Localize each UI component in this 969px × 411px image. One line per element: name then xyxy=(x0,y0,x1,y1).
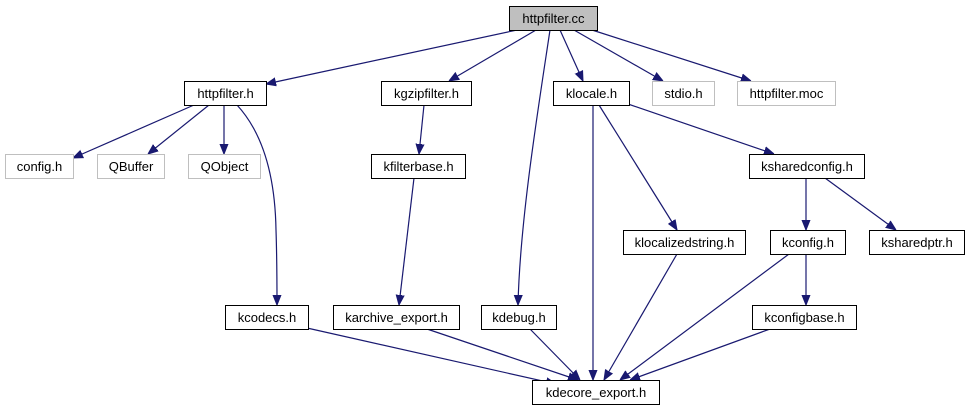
node-box xyxy=(770,230,846,255)
node-label: QObject xyxy=(201,159,249,174)
node-box xyxy=(752,305,857,330)
node-box xyxy=(652,81,715,106)
node-box xyxy=(749,154,865,179)
node-box xyxy=(381,81,472,106)
edge-httpfilter-cc-to-httpfilter-h xyxy=(266,29,518,84)
node-box xyxy=(623,230,746,255)
node-label: httpfilter.moc xyxy=(750,86,824,101)
edge-klocale-h-to-klocalizedstring-h xyxy=(598,104,677,230)
edge-kfilterbase-h-to-karchive-export-h xyxy=(399,177,415,305)
node-box xyxy=(188,154,261,179)
node-label: karchive_export.h xyxy=(345,310,448,325)
node-label: httpfilter.cc xyxy=(522,11,585,26)
node-label: ksharedconfig.h xyxy=(761,159,853,174)
node-box xyxy=(737,81,836,106)
edge-httpfilter-cc-to-httpfilter-moc xyxy=(591,29,751,81)
node-label: klocalizedstring.h xyxy=(635,235,735,250)
node-label: kdebug.h xyxy=(492,310,546,325)
node-stdio-h: stdio.h xyxy=(652,81,715,106)
node-box xyxy=(481,305,557,330)
node-box xyxy=(225,305,309,330)
edge-kconfig-h-to-kdecore-export-h xyxy=(620,253,790,380)
node-label: ksharedptr.h xyxy=(881,235,953,250)
edge-httpfilter-cc-to-kgzipfilter-h xyxy=(449,29,537,81)
node-config-h: config.h xyxy=(5,154,74,179)
node-kcodecs-h[interactable]: kcodecs.h xyxy=(225,305,309,330)
node-box xyxy=(371,154,466,179)
node-label: kconfigbase.h xyxy=(764,310,844,325)
node-label: kdecore_export.h xyxy=(546,385,646,400)
node-kconfig-h[interactable]: kconfig.h xyxy=(770,230,846,255)
node-box xyxy=(97,154,165,179)
node-ksharedptr-h[interactable]: ksharedptr.h xyxy=(869,230,965,255)
node-label: kgzipfilter.h xyxy=(394,86,459,101)
edge-klocale-h-to-ksharedconfig-h xyxy=(624,102,774,154)
edge-httpfilter-cc-to-kdebug-h xyxy=(518,29,551,305)
node-label: QBuffer xyxy=(109,159,154,174)
edge-httpfilter-cc-to-klocale-h xyxy=(559,29,583,81)
edges-layer xyxy=(73,29,896,384)
node-box xyxy=(509,6,598,31)
node-kfilterbase-h[interactable]: kfilterbase.h xyxy=(371,154,466,179)
node-box xyxy=(184,81,267,106)
edge-kconfigbase-h-to-kdecore-export-h xyxy=(630,328,771,380)
node-label: kfilterbase.h xyxy=(383,159,453,174)
node-box xyxy=(5,154,74,179)
node-klocalizedstring-h[interactable]: klocalizedstring.h xyxy=(623,230,746,255)
node-box xyxy=(333,305,460,330)
node-box xyxy=(532,380,660,405)
node-kdebug-h[interactable]: kdebug.h xyxy=(481,305,557,330)
node-karchive-export-h[interactable]: karchive_export.h xyxy=(333,305,460,330)
node-label: kcodecs.h xyxy=(238,310,297,325)
edge-kgzipfilter-h-to-kfilterbase-h xyxy=(419,104,424,154)
nodes-layer: httpfilter.cc httpfilter.h kgzipfilter.h kl… xyxy=(5,6,965,405)
node-box xyxy=(869,230,965,255)
edge-kcodecs-h-to-kdecore-export-h xyxy=(306,327,556,384)
node-ksharedconfig-h[interactable]: ksharedconfig.h xyxy=(749,154,865,179)
node-httpfilter-moc: httpfilter.moc xyxy=(737,81,836,106)
node-label: kconfig.h xyxy=(782,235,834,250)
edge-ksharedconfig-h-to-ksharedptr-h xyxy=(824,177,896,230)
node-httpfilter-h[interactable]: httpfilter.h xyxy=(184,81,267,106)
edge-httpfilter-h-to-config-h xyxy=(73,104,195,159)
node-label: config.h xyxy=(17,159,63,174)
node-label: klocale.h xyxy=(566,86,617,101)
node-kdecore-export-h[interactable]: kdecore_export.h xyxy=(532,380,660,405)
node-qbuffer: QBuffer xyxy=(97,154,165,179)
edge-klocalizedstring-h-to-kdecore-export-h xyxy=(604,253,678,380)
edge-httpfilter-h-to-kcodecs-h xyxy=(236,104,277,305)
node-kgzipfilter-h[interactable]: kgzipfilter.h xyxy=(381,81,472,106)
node-klocale-h[interactable]: klocale.h xyxy=(553,81,630,106)
edge-kdebug-h-to-kdecore-export-h xyxy=(529,328,580,380)
node-label: stdio.h xyxy=(664,86,702,101)
node-label: httpfilter.h xyxy=(197,86,253,101)
edge-httpfilter-h-to-qbuffer xyxy=(148,104,210,154)
node-box xyxy=(553,81,630,106)
edge-httpfilter-cc-to-stdio-h xyxy=(573,29,663,81)
edge-karchive-export-h-to-kdecore-export-h xyxy=(426,328,578,380)
node-qobject: QObject xyxy=(188,154,261,179)
node-kconfigbase-h[interactable]: kconfigbase.h xyxy=(752,305,857,330)
node-httpfilter-cc[interactable]: httpfilter.cc xyxy=(509,6,598,31)
